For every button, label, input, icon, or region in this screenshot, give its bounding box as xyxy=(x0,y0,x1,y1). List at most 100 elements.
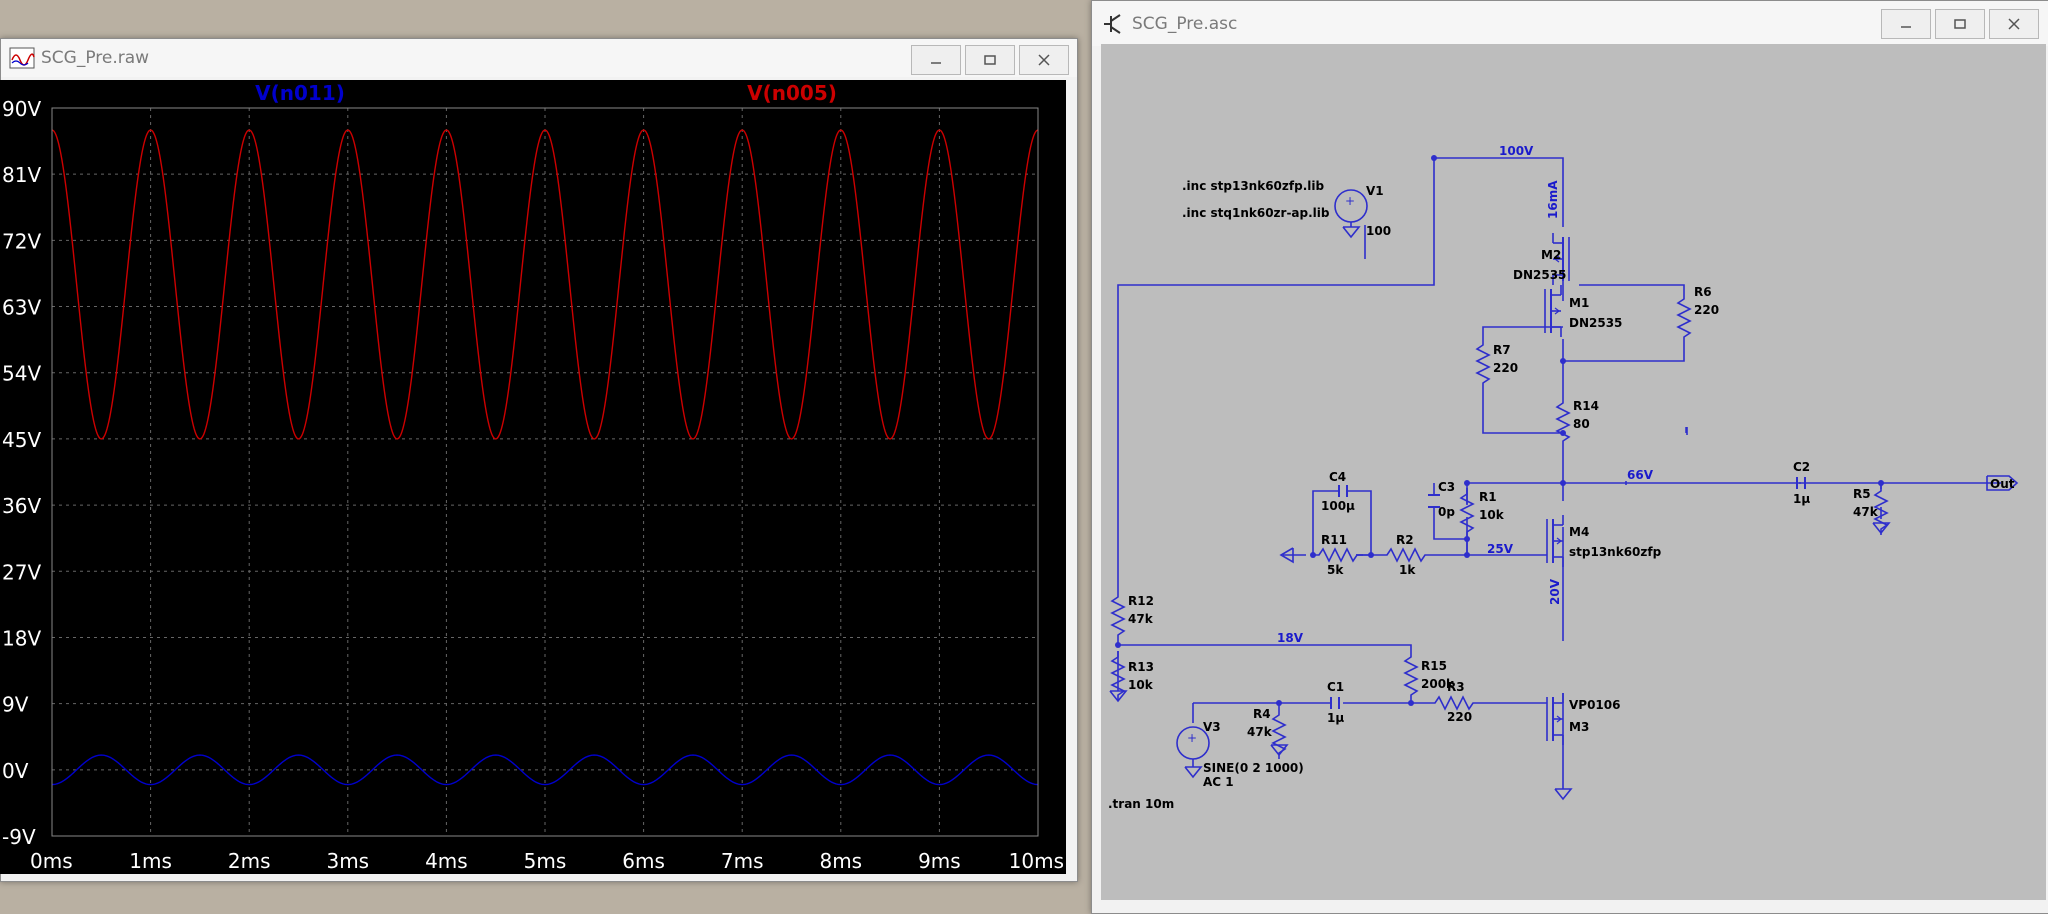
svg-text:+: + xyxy=(1187,731,1197,745)
waveform-maximize-button[interactable] xyxy=(965,45,1015,75)
x-tick-label: 6ms xyxy=(622,849,665,873)
c1-value: 1μ xyxy=(1327,711,1344,725)
m3-ground xyxy=(1554,788,1572,800)
v3-value: SINE(0 2 1000) xyxy=(1203,761,1304,775)
component-r7[interactable]: R7 220 xyxy=(1476,338,1518,390)
component-m3[interactable]: VP0106 M3 xyxy=(1546,692,1620,746)
series-line[interactable] xyxy=(51,754,1039,786)
r14-ref: R14 xyxy=(1573,399,1599,413)
y-tick-label: 81V xyxy=(2,163,41,187)
x-tick-label: 0ms xyxy=(30,849,73,873)
schematic-junctions xyxy=(1115,155,1884,706)
m1-ref: M1 xyxy=(1569,296,1589,310)
net-label-20v: 20V xyxy=(1548,578,1562,605)
r3-value: 220 xyxy=(1447,710,1472,724)
y-tick-label: -9V xyxy=(2,825,36,849)
component-r13[interactable]: R13 10k xyxy=(1109,650,1154,702)
component-r14[interactable]: R14 80 xyxy=(1556,396,1599,448)
component-r2[interactable]: R2 1k xyxy=(1380,533,1432,577)
waveform-minimize-button[interactable] xyxy=(911,45,961,75)
r1-value: 10k xyxy=(1479,508,1505,522)
component-m1[interactable]: M1 DN2535 xyxy=(1544,284,1622,338)
component-c2[interactable]: C2 1μ xyxy=(1793,460,1810,506)
component-c3[interactable]: C3 0p xyxy=(1428,480,1455,519)
x-tick-label: 10ms xyxy=(1009,849,1064,873)
directive-inc-1: .inc stp13nk60zfp.lib xyxy=(1182,179,1324,193)
plot-grid xyxy=(52,108,1038,836)
c4-ref: C4 xyxy=(1329,470,1346,484)
close-icon xyxy=(1038,54,1050,66)
x-tick-label: 2ms xyxy=(228,849,271,873)
series-line[interactable] xyxy=(51,129,1039,440)
y-tick-label: 90V xyxy=(2,97,41,121)
component-r6[interactable]: R6 220 xyxy=(1677,285,1719,344)
schematic-titlebar[interactable]: SCG_Pre.asc xyxy=(1092,1,2048,46)
component-v1[interactable]: + V1 100 xyxy=(1334,184,1391,238)
net-label-100v: 100V xyxy=(1499,144,1534,158)
component-c1[interactable]: C1 1μ xyxy=(1327,680,1344,725)
schematic-drawing[interactable]: + V1 100 M2 DN2535 M1 DN2535 xyxy=(1101,44,2046,900)
legend-label[interactable]: V(n005) xyxy=(747,81,837,105)
net-label-66v: 66V xyxy=(1627,468,1654,482)
y-tick-label: 0V xyxy=(2,759,29,783)
component-v3[interactable]: + V3 SINE(0 2 1000) AC 1 xyxy=(1176,720,1304,789)
schematic-window: SCG_Pre.asc xyxy=(1091,0,2048,914)
m2-value: DN2535 xyxy=(1513,268,1566,282)
output-port-label: Out xyxy=(1990,477,2015,491)
r4-ref: R4 xyxy=(1253,707,1271,721)
output-port[interactable]: Out xyxy=(1986,475,2019,491)
y-tick-label: 36V xyxy=(2,494,41,518)
waveform-close-button[interactable] xyxy=(1019,45,1069,75)
r11-value: 5k xyxy=(1327,563,1344,577)
net-label-18v: 18V xyxy=(1277,631,1304,645)
c2-ref: C2 xyxy=(1793,460,1810,474)
component-r4[interactable]: R4 47k xyxy=(1247,707,1288,760)
m2-ref: M2 xyxy=(1541,248,1561,262)
component-r3[interactable]: R3 220 xyxy=(1428,680,1480,724)
v3-value2: AC 1 xyxy=(1203,775,1234,789)
waveform-titlebar[interactable]: SCG_Pre.raw xyxy=(1,39,1077,77)
c3-value: 0p xyxy=(1438,505,1455,519)
component-r5[interactable]: R5 47k xyxy=(1853,484,1890,536)
r6-ref: R6 xyxy=(1694,285,1712,299)
maximize-icon xyxy=(1954,19,1966,29)
component-r12[interactable]: R12 47k xyxy=(1111,590,1154,642)
v1-value: 100 xyxy=(1366,224,1391,238)
component-c4[interactable]: C4 100μ xyxy=(1321,470,1355,513)
schematic-maximize-button[interactable] xyxy=(1935,9,1985,39)
y-tick-label: 63V xyxy=(2,296,41,320)
x-tick-label: 5ms xyxy=(524,849,567,873)
component-r11[interactable]: R11 5k xyxy=(1312,533,1364,577)
component-m4[interactable]: M4 stp13nk60zfp xyxy=(1546,514,1662,568)
plot-legend: V(n011) V(n005) xyxy=(255,81,837,105)
v1-ref: V1 xyxy=(1366,184,1384,198)
net-label-25v: 25V xyxy=(1487,542,1514,556)
r12-ref: R12 xyxy=(1128,594,1154,608)
y-tick-label: 72V xyxy=(2,229,41,253)
legend-label[interactable]: V(n011) xyxy=(255,81,345,105)
component-r15[interactable]: R15 200k xyxy=(1404,650,1455,702)
x-tick-label: 1ms xyxy=(129,849,172,873)
component-m2[interactable]: M2 DN2535 xyxy=(1513,232,1570,286)
plot-frame xyxy=(51,107,1039,837)
schematic-minimize-button[interactable] xyxy=(1881,9,1931,39)
y-tick-label: 18V xyxy=(2,626,41,650)
minimize-icon xyxy=(931,62,941,64)
r1-ref: R1 xyxy=(1479,490,1497,504)
y-tick-label: 27V xyxy=(2,560,41,584)
r2-value: 1k xyxy=(1399,563,1416,577)
transistor-app-icon xyxy=(1104,13,1121,34)
waveform-app-icon xyxy=(9,47,35,69)
schematic-close-button[interactable] xyxy=(1989,9,2039,39)
x-tick-label: 4ms xyxy=(425,849,468,873)
r7-ref: R7 xyxy=(1493,343,1511,357)
component-r1[interactable]: R1 10k xyxy=(1460,487,1505,539)
m1-value: DN2535 xyxy=(1569,316,1622,330)
schematic-canvas[interactable]: + V1 100 M2 DN2535 M1 DN2535 xyxy=(1101,44,2046,900)
r13-value: 10k xyxy=(1128,678,1154,692)
